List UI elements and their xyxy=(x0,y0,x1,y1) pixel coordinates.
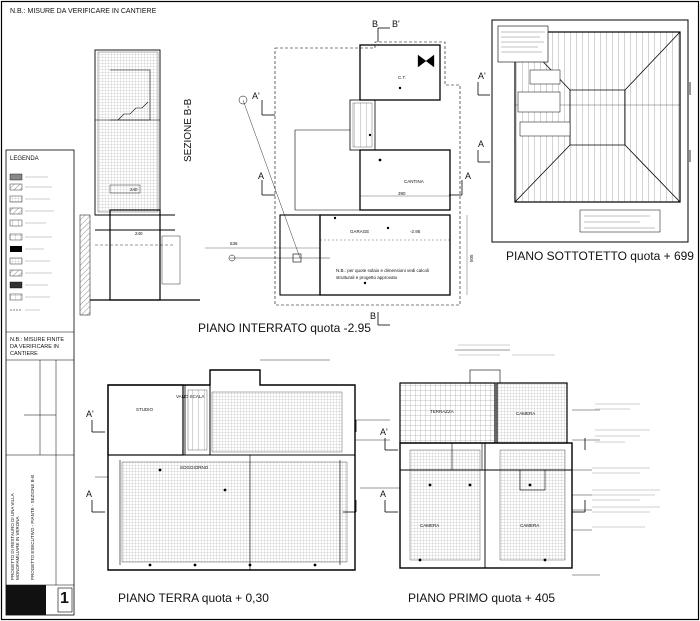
section-marker-b-prime-top: B' xyxy=(392,19,400,29)
room-label-ct: C.T. xyxy=(398,75,407,80)
section-markers-basement xyxy=(261,27,463,326)
table-number: 1 xyxy=(60,590,69,607)
section-marker-a-attic: A xyxy=(478,139,485,149)
section-marker-a-left: A xyxy=(258,171,265,181)
section-marker-a-first: A xyxy=(380,489,387,499)
room-label-vano-scala: VANO SCALA xyxy=(176,394,205,399)
section-marker-a-prime-left: A' xyxy=(252,91,260,101)
room-label-cantina: CANTINA xyxy=(404,179,424,184)
left-column-note: N.B.: MISURE FINITE DA VERIFICARE IN CAN… xyxy=(10,337,65,357)
section-marker-a-prime-ground: A' xyxy=(86,409,94,419)
basement-plan xyxy=(205,41,468,306)
room-label-camera-2: CAMERA xyxy=(420,523,440,528)
level-minus-295: -2.95 xyxy=(410,229,421,234)
project-title: PROGETTO DI RESTAURO DI UNA VILLA MONOFA… xyxy=(10,493,21,580)
room-label-garage: GARAGE xyxy=(350,229,370,234)
room-label-studio: STUDIO xyxy=(136,407,154,412)
basement-note: N.B.: per quote solaio e dimensioni vedi… xyxy=(336,268,430,280)
dimension-240-section: 240 xyxy=(130,187,138,192)
attic-plan-title: PIANO SOTTOTETTO quota + 699 xyxy=(506,249,694,263)
ground-floor-plan xyxy=(91,359,390,571)
dimension-240: 240 xyxy=(135,231,143,236)
section-marker-a-prime-attic: A' xyxy=(478,71,486,81)
section-marker-a-ground: A xyxy=(86,489,93,499)
room-label-soggiorno: SOGGIORNO xyxy=(180,465,209,470)
room-label-terrazza: TERRAZZA xyxy=(430,409,454,414)
attic-plan xyxy=(477,19,691,243)
section-marker-b-top: B xyxy=(372,19,379,29)
section-bb-title: SEZIONE B-B xyxy=(183,98,194,162)
dimension-390: 390 xyxy=(398,191,406,196)
drawing-description: PROGETTO ESECUTIVO - PIANTE - SEZIONE B-… xyxy=(30,474,35,580)
title-block-column xyxy=(5,149,75,616)
ground-floor-title: PIANO TERRA quota + 0,30 xyxy=(118,591,269,605)
section-bb-drawing xyxy=(79,49,200,316)
basement-plan-title: PIANO INTERRATO quota -2.95 xyxy=(198,321,371,335)
legend-title: LEGENDA xyxy=(10,156,39,162)
room-label-camera-3: CAMERA xyxy=(520,523,540,528)
header-note: N.B.: MISURE DA VERIFICARE IN CANTIERE xyxy=(10,8,157,15)
section-marker-b-bottom: B xyxy=(370,311,377,321)
legend-swatches xyxy=(9,173,54,311)
dimension-505: 505 xyxy=(469,254,474,262)
room-label-camera-1: CAMERA xyxy=(516,411,536,416)
first-floor-title: PIANO PRIMO quota + 405 xyxy=(408,591,556,605)
section-marker-a-prime-first: A' xyxy=(380,427,388,437)
dimension-536: 536 xyxy=(230,241,238,246)
first-floor-plan xyxy=(360,344,660,576)
section-marker-a-right: A xyxy=(465,171,472,181)
